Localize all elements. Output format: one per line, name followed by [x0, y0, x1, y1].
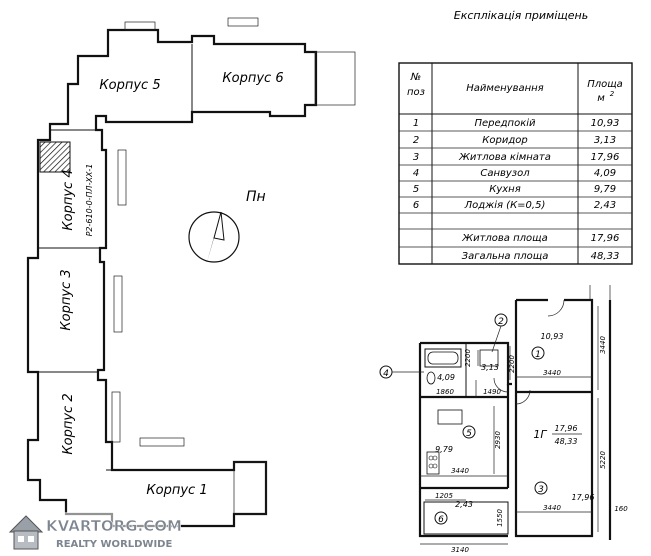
room-area: 17,96: [572, 493, 595, 502]
row-area: 9,79: [594, 184, 616, 195]
dimension-labels: 3440 3440 3440 3440 3140 1205 1550 1860 …: [435, 336, 628, 554]
explication-table: [398, 62, 633, 265]
total-living-area: 17,96: [591, 233, 620, 244]
row-num: 3: [413, 152, 419, 163]
dim-label: 5220: [599, 451, 607, 469]
room-area: 2,43: [455, 500, 473, 509]
toilet-icon: [426, 371, 436, 385]
door-arc: [493, 377, 509, 393]
row-name: Лоджія (К=0,5): [464, 199, 546, 211]
total-area-value: 48,33: [591, 251, 620, 262]
dim-label: 1860: [436, 388, 454, 396]
balcony-marks: [111, 17, 356, 515]
flat-total: 48,33: [555, 437, 578, 446]
dim-label: 3440: [543, 369, 561, 377]
floor-plan: 1 2 3 4 5 6 10,93 3,13 17,96 4,09 9,79 2…: [379, 285, 628, 554]
row-name: Кухня: [489, 184, 521, 195]
dimension-lines: [420, 285, 611, 545]
dim-label: 3440: [543, 504, 561, 512]
kitchen-counter-icon: [437, 409, 463, 425]
bathtub-icon: [424, 348, 462, 368]
dim-label: 2200: [508, 355, 516, 373]
row-num: 1: [413, 118, 419, 129]
total-living-name: Житлова площа: [461, 233, 547, 244]
loggia-outline: [423, 501, 509, 535]
apartment-walls: [418, 298, 594, 538]
dim-label: 2200: [464, 349, 472, 367]
dim-label: 2930: [494, 431, 502, 449]
explication: Експлікація приміщень № поз Найменування…: [398, 9, 633, 265]
building-outline: [26, 28, 318, 528]
dim-label: 1490: [483, 388, 501, 396]
row-area: 3,13: [594, 135, 616, 146]
room-area: 3,13: [481, 363, 499, 372]
north-arrow: Пн: [188, 189, 266, 263]
row-area: 4,09: [594, 168, 616, 179]
row-name: Житлова кімната: [458, 151, 551, 163]
flat-living: 17,96: [555, 424, 578, 433]
building-label-6: Корпус 6: [222, 71, 283, 86]
series-label: P2-610-0-ПЛ-ХХ-1: [85, 164, 94, 237]
watermark-brand: KVARTORG.COM: [46, 517, 182, 535]
room-area: 9,79: [435, 445, 453, 454]
building-label-3: Корпус 3: [59, 269, 74, 330]
room-marker-2: 2: [498, 317, 504, 327]
row-num: 5: [413, 184, 419, 195]
header-area-unit: м: [597, 93, 605, 104]
row-area: 17,96: [591, 152, 620, 163]
flat-type-badge: 1Г 17,96 48,33: [533, 424, 582, 446]
dim-label: 3440: [451, 467, 469, 475]
dim-label: 1550: [496, 509, 504, 527]
room-area: 4,09: [437, 373, 455, 382]
room-marker-3: 3: [538, 485, 544, 495]
watermark: KVARTORG.COM REALTY WORLDWIDE: [4, 512, 182, 552]
house-logo-icon: [8, 515, 44, 550]
total-area-name: Загальна площа: [462, 251, 549, 262]
room-marker-1: 1: [535, 350, 541, 360]
row-area: 2,43: [594, 200, 616, 211]
flat-type: 1Г: [533, 428, 547, 441]
header-name: Найменування: [466, 83, 543, 94]
north-label: Пн: [246, 189, 266, 205]
building-label-5: Корпус 5: [99, 78, 160, 93]
door-arc: [515, 389, 531, 405]
row-name: Коридор: [482, 135, 527, 146]
building-label-4: Корпус 4: [61, 169, 76, 230]
site-plan: Корпус 5 Корпус 6 Корпус 4 P2-610-0-ПЛ-Х…: [26, 17, 356, 528]
building-label-1: Корпус 1: [146, 483, 207, 498]
row-name: Санвузол: [480, 168, 530, 179]
row-area: 10,93: [591, 118, 620, 129]
building-label-2: Корпус 2: [61, 393, 76, 454]
room-marker-5: 5: [466, 429, 472, 439]
room-area: 10,93: [541, 332, 564, 341]
header-area: Площа: [587, 79, 623, 90]
header-area-exp: 2: [610, 90, 615, 98]
door-arc: [547, 299, 565, 317]
stove-icon: [426, 451, 440, 475]
watermark-tagline: REALTY WORLDWIDE: [56, 539, 172, 550]
dim-label: 1205: [435, 492, 453, 500]
dim-label: 160: [614, 505, 628, 513]
room-marker-6: 6: [438, 515, 444, 525]
room-areas: 10,93 3,13 17,96 4,09 9,79 2,43: [435, 332, 594, 509]
room-markers: 1 2 3 4 5 6: [379, 313, 548, 525]
header-num: №: [410, 72, 421, 83]
row-name: Передпокій: [474, 117, 536, 129]
dim-label: 3440: [599, 336, 607, 354]
row-num: 4: [413, 168, 419, 179]
room-marker-4: 4: [383, 369, 389, 379]
header-num-pos: поз: [407, 87, 425, 98]
apartment-location-hatch: [39, 141, 71, 173]
row-num: 2: [413, 135, 419, 146]
explication-rows: 1 Передпокій 10,93 2 Коридор 3,13 3 Житл…: [413, 117, 620, 262]
dim-label: 3140: [451, 546, 469, 554]
row-num: 6: [413, 200, 419, 211]
explication-title: Експлікація приміщень: [454, 9, 588, 22]
